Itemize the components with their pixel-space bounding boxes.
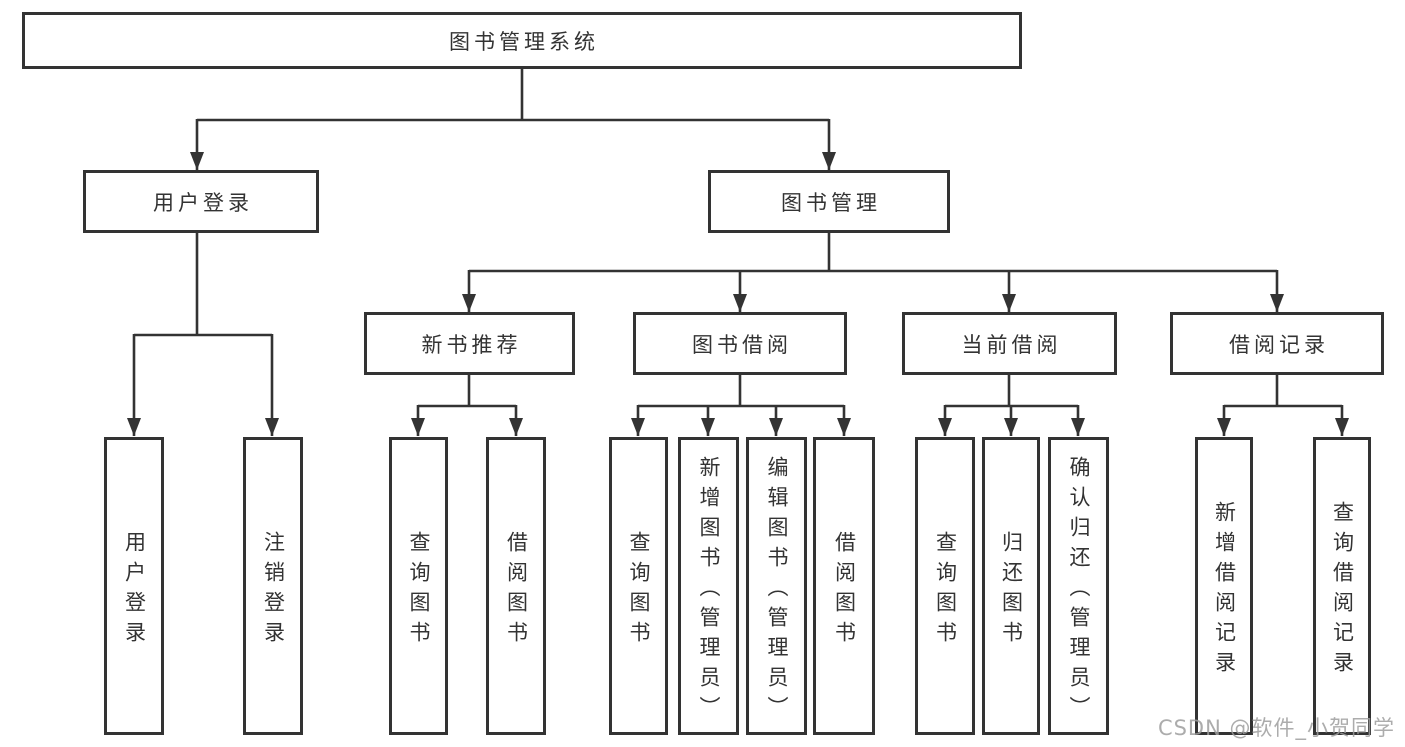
node-label: 查询借阅记录 xyxy=(1330,500,1355,681)
node-book-borrow: 图书借阅 xyxy=(633,312,847,375)
node-label: 确认归还（管理员） xyxy=(1067,455,1091,726)
node-label: 编辑图书（管理员） xyxy=(765,455,789,726)
node-label: 查询图书 xyxy=(627,530,651,651)
node-leaf-return-books: 归还图书 xyxy=(982,437,1040,735)
node-leaf-borrow-books-1: 借阅图书 xyxy=(486,437,546,735)
node-label: 新增图书（管理员） xyxy=(697,455,721,726)
watermark-text: CSDN @软件_小贺同学 xyxy=(1157,716,1395,740)
node-label: 查询图书 xyxy=(407,530,431,651)
node-borrow-record: 借阅记录 xyxy=(1170,312,1384,375)
connector-current-borrow xyxy=(938,375,1085,436)
node-leaf-user-login: 用户登录 xyxy=(104,437,164,735)
node-leaf-add-borrow-record: 新增借阅记录 xyxy=(1195,437,1253,735)
connector-root-to-level2 xyxy=(190,69,836,170)
node-leaf-query-books-3: 查询图书 xyxy=(915,437,975,735)
connector-book-borrow xyxy=(631,375,851,436)
node-leaf-confirm-return-admin: 确认归还（管理员） xyxy=(1048,437,1109,735)
node-label: 借阅图书 xyxy=(504,530,529,651)
node-label: 查询图书 xyxy=(933,530,958,651)
connector-book-management xyxy=(462,233,1284,312)
node-leaf-query-books-1: 查询图书 xyxy=(389,437,448,735)
connector-user-login xyxy=(127,233,279,436)
node-library-system: 图书管理系统 xyxy=(22,12,1022,69)
connector-new-book-recommend xyxy=(411,375,523,436)
node-leaf-query-books-2: 查询图书 xyxy=(609,437,668,735)
node-label: 用户登录 xyxy=(122,530,147,651)
node-label: 新增借阅记录 xyxy=(1212,500,1237,681)
node-new-book-recommend: 新书推荐 xyxy=(364,312,575,375)
node-label: 归还图书 xyxy=(999,530,1024,651)
node-label: 注销登录 xyxy=(261,530,286,651)
node-leaf-borrow-books-2: 借阅图书 xyxy=(813,437,875,735)
node-leaf-query-borrow-record: 查询借阅记录 xyxy=(1313,437,1371,735)
node-book-management: 图书管理 xyxy=(708,170,950,233)
node-user-login: 用户登录 xyxy=(83,170,319,233)
node-leaf-edit-books-admin: 编辑图书（管理员） xyxy=(746,437,807,735)
connector-borrow-record xyxy=(1217,375,1349,436)
node-current-borrow: 当前借阅 xyxy=(902,312,1117,375)
node-leaf-logout: 注销登录 xyxy=(243,437,303,735)
node-leaf-add-books-admin: 新增图书（管理员） xyxy=(678,437,739,735)
node-label: 借阅图书 xyxy=(832,530,857,651)
